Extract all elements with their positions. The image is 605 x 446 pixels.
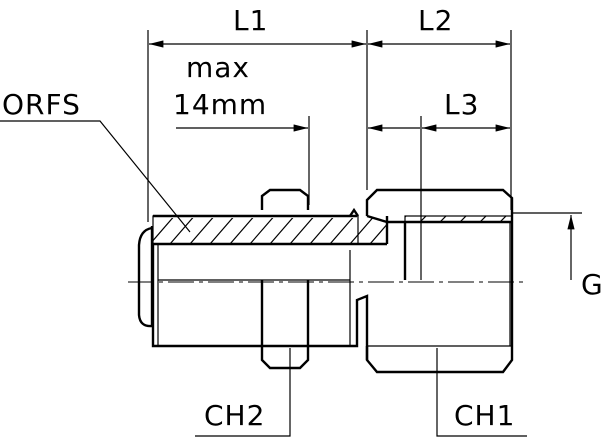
dimension-lines [149, 40, 575, 280]
ch2-leader [195, 348, 291, 437]
fitting-body [137, 188, 514, 374]
labels: L1 L2 max 14mm L3 ORFS G CH2 CH1 [2, 4, 604, 432]
orfs-leader [0, 120, 191, 233]
label-max-value: 14mm [173, 88, 267, 121]
ch1-leader [436, 348, 527, 437]
o-ring [137, 226, 153, 328]
label-l3: L3 [444, 88, 479, 121]
label-l1: L1 [233, 4, 268, 37]
label-orfs: ORFS [2, 88, 81, 121]
label-ch1: CH1 [454, 399, 515, 432]
label-ch2: CH2 [204, 399, 265, 432]
label-l2: L2 [418, 4, 453, 37]
label-max: max [186, 51, 250, 84]
extension-lines [147, 30, 582, 280]
leader-lines [0, 120, 527, 437]
label-g: G [581, 268, 604, 301]
